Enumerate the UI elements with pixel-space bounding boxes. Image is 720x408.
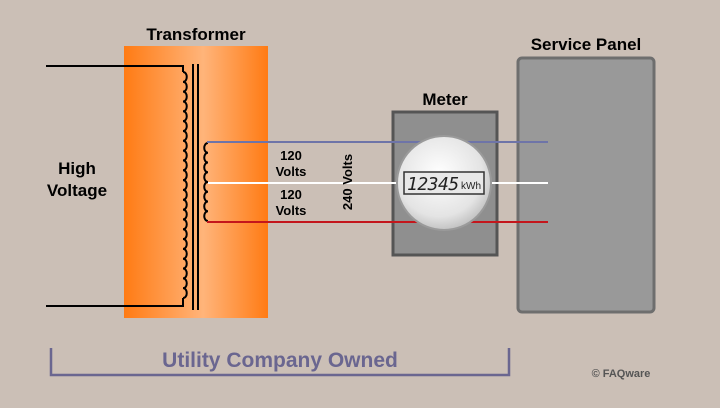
hot-wire-top	[207, 141, 548, 143]
meter-reading: 12345	[407, 174, 459, 195]
meter-label: Meter	[422, 90, 468, 109]
meter-display	[403, 171, 485, 195]
v120-bottom-line1: 120	[280, 187, 302, 202]
transformer-label: Transformer	[146, 25, 246, 44]
copyright-label: © FAQware	[592, 368, 651, 380]
meter-unit: kWh	[461, 181, 481, 192]
service-panel	[516, 56, 656, 314]
high-voltage-label-line1: High	[58, 159, 96, 178]
primary-coil	[182, 71, 188, 299]
v120-top-line1: 120	[280, 148, 302, 163]
v120-bottom-line2: Volts	[276, 203, 307, 218]
utility-owned-label: Utility Company Owned	[162, 349, 398, 372]
service-panel-label: Service Panel	[531, 35, 642, 54]
high-voltage-label-line2: Voltage	[47, 181, 107, 200]
utility-bracket	[49, 348, 511, 377]
v240-label: 240 Volts	[340, 154, 355, 210]
hot-wire-bottom	[207, 221, 548, 223]
primary-lead-top	[46, 65, 184, 72]
primary-lead-bottom	[46, 298, 184, 307]
v120-top-line2: Volts	[276, 164, 307, 179]
